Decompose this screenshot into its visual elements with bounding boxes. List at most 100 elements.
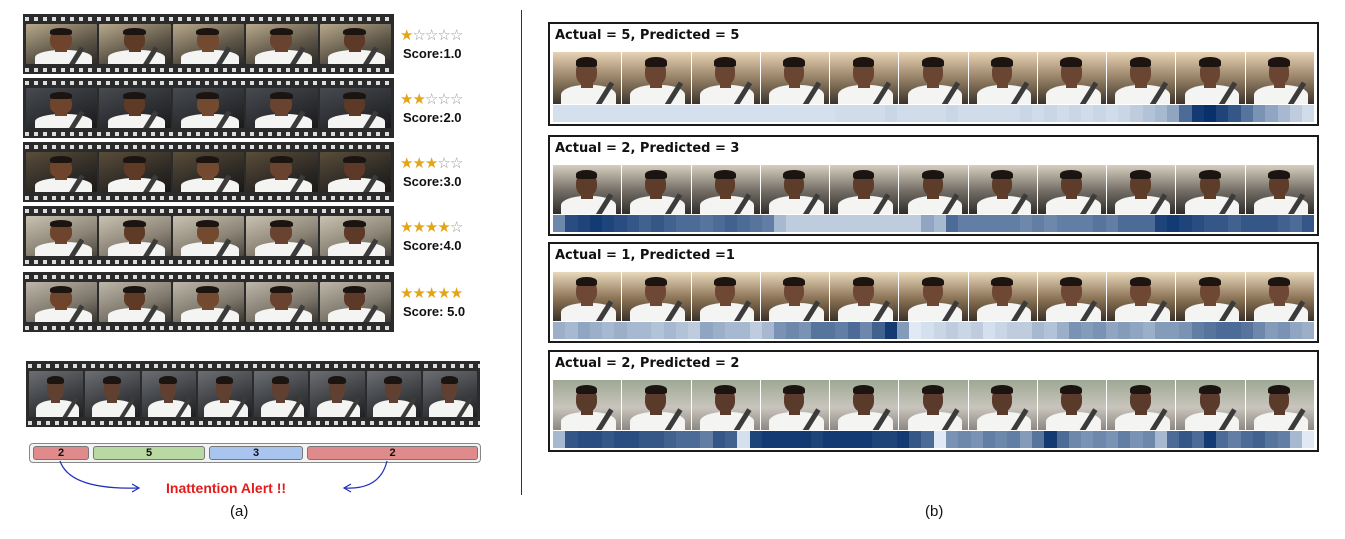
video-frame [1245, 272, 1314, 321]
heatmap-cell [1044, 215, 1057, 232]
video-frame [254, 371, 309, 417]
video-frame [172, 152, 245, 192]
video-frame [553, 380, 622, 430]
video-frame [172, 216, 245, 256]
video-frame [246, 282, 318, 322]
heatmap-cell [1228, 431, 1241, 448]
heatmap-cell [1216, 322, 1229, 339]
heatmap-cell [577, 105, 590, 122]
video-frame [319, 88, 392, 128]
attention-heatmap [553, 105, 1315, 122]
heatmap-cell [1056, 431, 1069, 448]
video-frame [691, 272, 760, 321]
heatmap-cell [958, 431, 971, 448]
heatmap-cell [835, 322, 848, 339]
rating: ★★★★★Score: 5.0 [400, 286, 500, 319]
heatmap-cell [786, 215, 799, 232]
heatmap-cell [1228, 215, 1241, 232]
left-arrow [59, 460, 139, 489]
heatmap-cell [860, 431, 873, 448]
heatmap-cell [982, 431, 996, 448]
heatmap-cell [1093, 322, 1106, 339]
heatmap-cell [1068, 431, 1082, 448]
heatmap-cell [1142, 322, 1155, 339]
caption-a: (a) [230, 503, 249, 520]
heatmap-cell [602, 215, 615, 232]
star-filled-icon: ★ [449, 285, 463, 302]
prediction-example: Actual = 1, Predicted =1 [548, 242, 1319, 343]
heatmap-cell [1068, 105, 1082, 122]
heatmap-cell [1081, 431, 1094, 448]
heatmap-cell [565, 431, 578, 448]
heatmap-cell [565, 215, 578, 232]
heatmap-cell [1277, 431, 1290, 448]
heatmap-cell [589, 105, 603, 122]
heatmap-cell [933, 215, 946, 232]
heatmap-cell [1093, 215, 1106, 232]
video-frame [1037, 165, 1107, 214]
heatmap-cell [970, 215, 983, 232]
heatmap-cell [798, 431, 811, 448]
heatmap-cell [688, 105, 701, 122]
star-empty-icon: ☆ [437, 155, 450, 172]
star-rating: ★☆☆☆☆ [400, 28, 500, 43]
heatmap-cell [1056, 105, 1069, 122]
heatmap-cell [872, 431, 885, 448]
heatmap-cell [1142, 215, 1155, 232]
score-segment: 5 [93, 446, 205, 460]
heatmap-cell [1031, 215, 1045, 232]
heatmap-cell [589, 431, 603, 448]
prediction-title: Actual = 5, Predicted = 5 [555, 28, 740, 43]
heatmap-cell [786, 431, 799, 448]
video-frame [99, 152, 171, 192]
video-frame [1107, 165, 1176, 214]
video-frame [968, 272, 1037, 321]
star-empty-icon: ☆ [424, 91, 438, 108]
heatmap-cell [982, 105, 996, 122]
video-frame [760, 272, 830, 321]
heatmap-cell [1289, 215, 1303, 232]
heatmap-cell [675, 431, 689, 448]
heatmap-cell [823, 431, 836, 448]
heatmap-cell [1167, 322, 1180, 339]
star-filled-icon: ★ [424, 285, 438, 302]
heatmap-cell [946, 431, 959, 448]
video-frame [99, 24, 171, 64]
heatmap-cell [651, 431, 664, 448]
heatmap-cell [810, 431, 824, 448]
heatmap-cell [946, 105, 959, 122]
heatmap-cell [1044, 105, 1057, 122]
heatmap-cell [1117, 215, 1131, 232]
video-frame [319, 152, 392, 192]
heatmap-cell [933, 322, 946, 339]
heatmap-cell [1056, 215, 1069, 232]
heatmap-cell [663, 105, 676, 122]
star-filled-icon: ★ [412, 285, 425, 302]
heatmap-cell [786, 105, 799, 122]
heatmap-cell [1167, 105, 1180, 122]
heatmap-cell [1007, 322, 1020, 339]
video-frame [1037, 380, 1107, 430]
video-frame [968, 52, 1037, 104]
heatmap-cell [1179, 322, 1192, 339]
video-frame [319, 282, 392, 322]
video-frame [99, 88, 171, 128]
heatmap-cell [1105, 105, 1118, 122]
video-frame [172, 88, 245, 128]
star-rating: ★★★☆☆ [400, 156, 500, 171]
heatmap-cell [970, 322, 983, 339]
heatmap-cell [614, 322, 627, 339]
heatmap-cell [749, 215, 762, 232]
heatmap-cell [1081, 322, 1094, 339]
heatmap-cell [737, 215, 750, 232]
star-filled-icon: ★ [424, 155, 438, 172]
heatmap-cell [884, 431, 897, 448]
heatmap-cell [724, 105, 738, 122]
video-frame [830, 380, 899, 430]
star-rating: ★★☆☆☆ [400, 92, 500, 107]
heatmap-cell [1302, 105, 1315, 122]
heatmap-cell [982, 215, 996, 232]
heatmap-cell [958, 105, 971, 122]
heatmap-cell [860, 322, 873, 339]
heatmap-cell [1240, 431, 1254, 448]
